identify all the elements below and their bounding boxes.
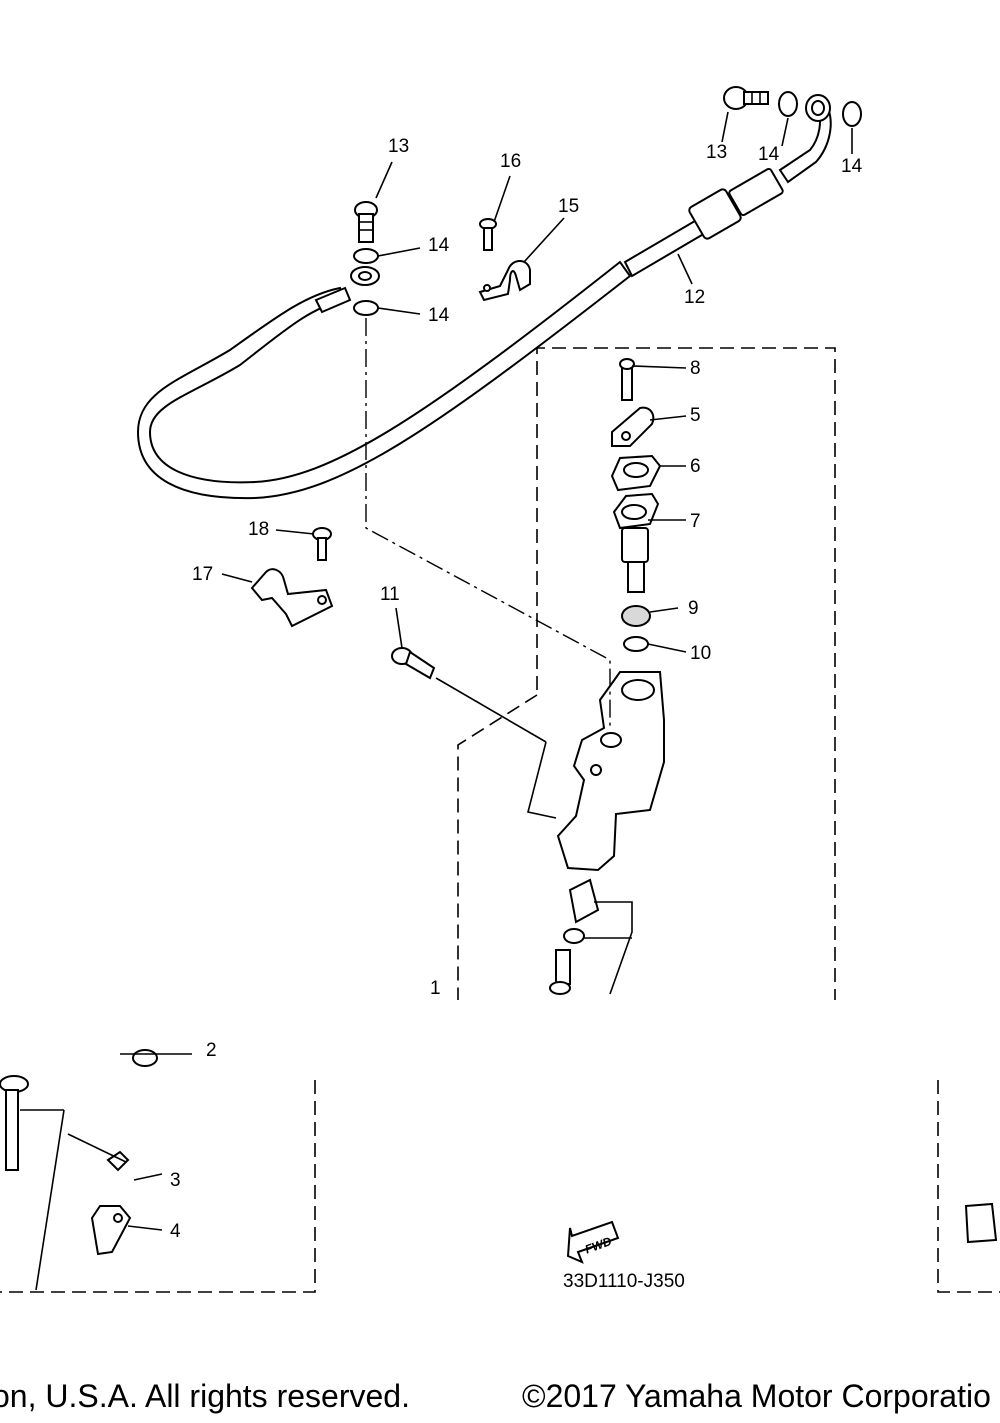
callout-7: 7 [690,511,701,532]
master-cylinder-body [556,671,665,872]
callout-12: 12 [684,287,705,308]
leader-lines [20,111,853,1291]
washer [353,248,379,264]
callout-2: 2 [206,1040,217,1061]
callout-14-c: 14 [758,144,780,165]
washer [842,101,862,127]
callout-14-d: 14 [841,156,863,177]
washer [778,91,798,117]
union-bolt-top-left [354,201,378,243]
callout-14-b: 14 [428,305,450,326]
copyright-left: on, U.S.A. All rights reserved. [0,1378,410,1414]
callout-13-left: 13 [388,136,409,157]
callout-4: 4 [170,1221,181,1242]
callout-18: 18 [248,519,269,540]
callout-8: 8 [690,358,701,379]
diagram-code: 33D1110-J350 [563,1271,685,1292]
callout-6: 6 [690,456,701,477]
assembly-boxes [0,347,1000,1293]
brake-hose [136,94,832,500]
callout-5: 5 [690,405,701,426]
callout-11: 11 [380,584,400,605]
push-rod-parts [0,878,998,1256]
bolt [391,647,436,680]
copyright-right: ©2017 Yamaha Motor Corporatio [522,1378,991,1414]
callout-16: 16 [500,151,521,172]
callout-14-a: 14 [428,235,450,256]
callout-17: 17 [192,564,213,585]
hose-guide [250,527,334,628]
hose-clamp [478,218,531,302]
washer [353,300,379,316]
union-bolt-top-right [723,86,769,110]
callout-1: 1 [430,978,441,999]
callout-numbers: 1 2 3 4 5 6 7 8 9 10 11 12 13 13 14 14 1… [170,136,863,1242]
callout-9: 9 [688,598,699,619]
callout-13-right: 13 [706,142,727,163]
master-cylinder-parts [610,358,662,652]
callout-10: 10 [690,643,711,664]
forward-arrow-icon: FWD [566,1220,620,1264]
callout-3: 3 [170,1170,181,1191]
callout-15: 15 [558,196,579,217]
